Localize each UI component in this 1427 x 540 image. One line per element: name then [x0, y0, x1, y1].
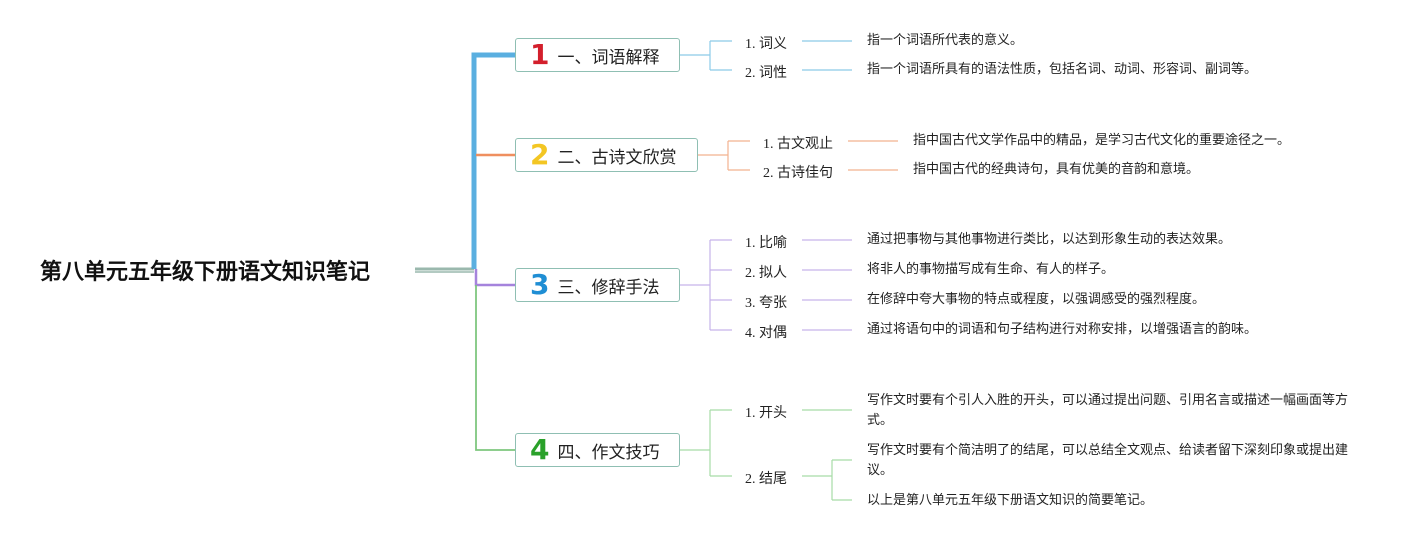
branch-classical-poetry[interactable]: 2 二、古诗文欣赏	[515, 138, 698, 172]
leaf-poetry-lines[interactable]: 2. 古诗佳句	[763, 166, 833, 181]
branch-2-children-lines	[698, 140, 898, 171]
branch-label: 三、修辞手法	[557, 277, 660, 298]
desc-personification: 将非人的事物描写成有生命、有人的样子。	[867, 262, 1115, 277]
leaf-ending[interactable]: 2. 结尾	[745, 472, 787, 487]
branch-1-connector	[471, 52, 516, 269]
number-4-badge: 4	[530, 433, 550, 466]
desc-hyperbole: 在修辞中夸大事物的特点或程度，以强调感受的强烈程度。	[867, 292, 1206, 307]
branch-writing-skills[interactable]: 4 四、作文技巧	[515, 433, 680, 467]
desc-summary: 以上是第八单元五年级下册语文知识的简要笔记。	[867, 493, 1154, 508]
desc-ending: 写作文时要有个简洁明了的结尾，可以总结全文观点、给读者留下深刻印象或提出建议。	[867, 443, 1349, 478]
desc-part-of-speech: 指一个词语所具有的语法性质，包括名词、动词、形容词、副词等。	[867, 62, 1258, 77]
desc-guwen-guanzhi: 指中国古代文学作品中的精品，是学习古代文化的重要途径之一。	[913, 133, 1291, 148]
branch-4-children-lines	[680, 409, 852, 501]
desc-opening: 写作文时要有个引人入胜的开头，可以通过提出问题、引用名言或描述一幅画面等方式。	[867, 393, 1349, 428]
root-title: 第八单元五年级下册语文知识笔记	[40, 260, 371, 285]
leaf-hyperbole[interactable]: 3. 夸张	[745, 296, 787, 311]
desc-word-meaning: 指一个词语所代表的意义。	[867, 33, 1024, 48]
desc-metaphor: 通过把事物与其他事物进行类比，以达到形象生动的表达效果。	[867, 232, 1232, 247]
branch-3-connector	[474, 269, 516, 287]
branch-label: 四、作文技巧	[557, 442, 660, 463]
branch-label: 一、词语解释	[557, 47, 660, 68]
branch-4-connector	[475, 285, 516, 451]
branch-label: 二、古诗文欣赏	[557, 147, 677, 168]
branch-rhetoric[interactable]: 3 三、修辞手法	[515, 268, 680, 302]
number-1-badge: 1	[530, 38, 550, 71]
leaf-guwen-guanzhi[interactable]: 1. 古文观止	[763, 137, 833, 152]
leaf-metaphor[interactable]: 1. 比喻	[745, 236, 787, 251]
branch-3-children-lines	[680, 239, 852, 331]
desc-poetry-lines: 指中国古代的经典诗句，具有优美的音韵和意境。	[913, 162, 1200, 177]
number-2-badge: 2	[530, 138, 550, 171]
branch-1-children-lines	[680, 40, 852, 71]
desc-antithesis: 通过将语句中的词语和句子结构进行对称安排，以增强语言的韵味。	[867, 322, 1258, 337]
leaf-part-of-speech[interactable]: 2. 词性	[745, 66, 787, 81]
leaf-antithesis[interactable]: 4. 对偶	[745, 326, 787, 341]
leaf-opening[interactable]: 1. 开头	[745, 406, 787, 421]
number-3-badge: 3	[530, 268, 550, 301]
leaf-word-meaning[interactable]: 1. 词义	[745, 37, 787, 52]
leaf-personification[interactable]: 2. 拟人	[745, 266, 787, 281]
branch-vocabulary[interactable]: 1 一、词语解释	[515, 38, 680, 72]
